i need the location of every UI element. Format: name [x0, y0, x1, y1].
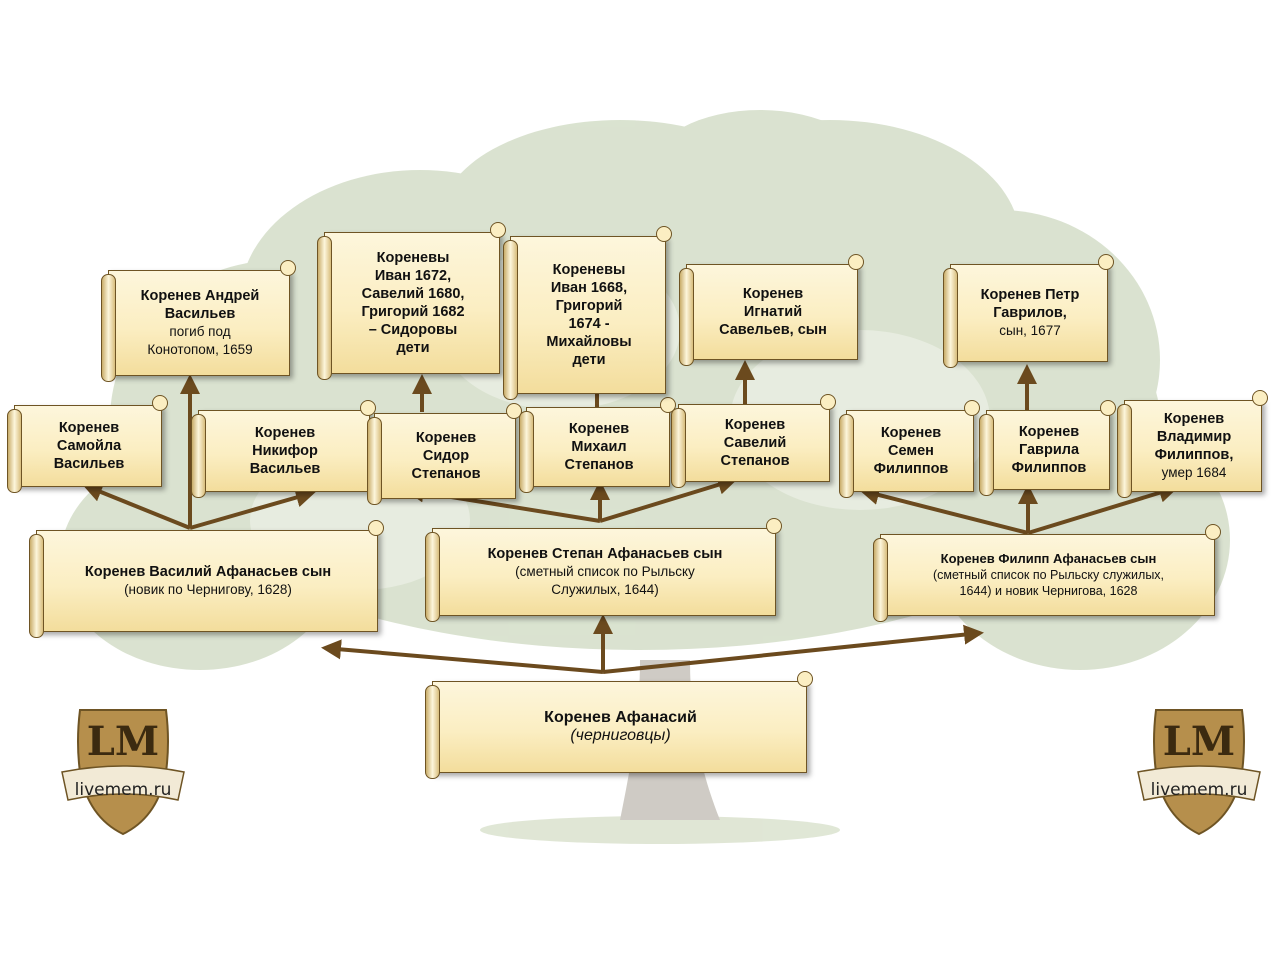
node-petr: Коренев Петр Гаврилов, сын, 1677	[943, 254, 1114, 368]
root-name: Коренев Афанасий	[544, 709, 697, 726]
node-sidor-l1: Коренев	[415, 430, 477, 446]
node-gavrila: Коренев Гаврила Филиппов	[979, 400, 1116, 496]
arrow-vasily-nikifor	[189, 487, 316, 530]
node-filipp-name: Коренев Филипп Афанасьев сын	[940, 551, 1157, 566]
node-andrey-l1: Коренев Андрей	[140, 288, 260, 304]
node-filipp: Коренев Филипп Афанасьев сын (сметный сп…	[873, 524, 1221, 622]
logo-left-text: livemem.ru	[74, 780, 172, 800]
node-vladimir-l2: Владимир	[1156, 429, 1232, 445]
node-mikhailovy-l6: дети	[572, 352, 606, 368]
node-gavrila-l3: Филиппов	[1011, 460, 1087, 476]
node-samoila: Коренев Самойла Васильев	[7, 395, 168, 493]
node-sidorovy-l2: Иван 1672,	[374, 268, 452, 284]
node-sidorovy-l1: Кореневы	[376, 250, 450, 266]
node-ignatiy-l1: Коренев	[742, 286, 804, 302]
node-nikifor-l2: Никифор	[252, 443, 318, 459]
node-mikhailovy-l2: Иван 1668,	[550, 280, 628, 296]
node-saveliy: Коренев Савелий Степанов	[671, 394, 836, 488]
node-stepan-note1: (сметный список по Рыльску	[515, 564, 695, 579]
node-semen-l2: Семен	[888, 443, 934, 459]
node-petr-l2: Гаврилов,	[993, 305, 1067, 321]
node-petr-l1: Коренев Петр	[980, 287, 1080, 303]
node-sidor: Коренев Сидор Степанов	[367, 403, 522, 505]
logo-right: LM livemem.ru	[1134, 702, 1264, 837]
node-stepan-note2: Служилых, 1644)	[551, 582, 659, 597]
node-mikhailovy-l4: 1674 -	[568, 316, 610, 332]
arrow-root-vasily	[321, 639, 604, 674]
node-semen: Коренев Семен Филиппов	[839, 400, 980, 498]
node-nikifor-l1: Коренев	[254, 425, 316, 441]
logo-right-monogram: LM	[1162, 718, 1236, 765]
node-sidorovy-l4: Григорий 1682	[361, 304, 465, 320]
arrow-vasily-samoila	[82, 482, 191, 530]
arrow-filipp-semen	[859, 485, 1029, 535]
node-vladimir-l4: умер 1684	[1161, 465, 1227, 480]
node-mikhail-l3: Степанов	[564, 457, 634, 473]
node-ignatiy-l2: Игнатий	[743, 304, 803, 320]
node-sidorovy-l6: дети	[396, 340, 430, 356]
logo-left: LM livemem.ru	[58, 702, 188, 837]
node-andrey-l3: погиб под	[169, 324, 231, 339]
node-vladimir: Коренев Владимир Филиппов, умер 1684	[1117, 390, 1268, 498]
node-mikhail-l2: Михаил	[571, 439, 627, 455]
node-ignatiy-l3: Савельев, сын	[719, 322, 827, 338]
node-sidorovy-l3: Савелий 1680,	[361, 286, 465, 302]
node-ignatiy: Коренев Игнатий Савельев, сын	[679, 254, 864, 366]
node-nikifor-l3: Васильев	[249, 461, 321, 477]
arrow-filipp-vladimir	[1027, 483, 1179, 535]
node-vasily: Коренев Василий Афанасьев сын (новик по …	[29, 520, 384, 638]
node-semen-l3: Филиппов	[873, 461, 949, 477]
root-note: (черниговцы)	[570, 727, 671, 744]
node-samoila-l1: Коренев	[58, 420, 120, 436]
node-gavrila-l2: Гаврила	[1018, 442, 1080, 458]
node-sidor-l2: Сидор	[422, 448, 470, 464]
node-saveliy-l2: Савелий	[723, 435, 787, 451]
node-samoila-l2: Самойла	[56, 438, 122, 454]
node-stepan-name: Коренев Степан Афанасьев сын	[487, 546, 723, 562]
node-andrey-l4: Конотопом, 1659	[147, 342, 253, 357]
logo-left-monogram: LM	[86, 718, 160, 765]
node-filipp-note1: (сметный список по Рыльску служилых,	[932, 568, 1165, 582]
node-andrey-l2: Васильев	[164, 306, 236, 322]
node-gavrila-l1: Коренев	[1018, 424, 1080, 440]
node-nikifor: Коренев Никифор Васильев	[191, 400, 376, 498]
arrow-stepan-saveliy	[599, 475, 738, 523]
node-semen-l1: Коренев	[880, 425, 942, 441]
shield-icon	[1137, 709, 1261, 836]
node-saveliy-l3: Степанов	[720, 453, 790, 469]
node-mikhailovy: Кореневы Иван 1668, Григорий 1674 - Миха…	[503, 226, 672, 400]
node-vasily-name: Коренев Василий Афанасьев сын	[84, 564, 332, 580]
arrow-root-filipp	[602, 624, 984, 674]
node-mikhailovy-l3: Григорий	[555, 298, 623, 314]
node-mikhailovy-l1: Кореневы	[552, 262, 626, 278]
node-vladimir-l1: Коренев	[1163, 411, 1225, 427]
logo-right-text: livemem.ru	[1150, 780, 1248, 800]
node-samoila-l3: Васильев	[53, 456, 125, 472]
node-vladimir-l3: Филиппов,	[1154, 447, 1234, 463]
root-node: Коренев Афанасий (черниговцы)	[425, 671, 813, 779]
node-sidorovy-l5: – Сидоровы	[368, 322, 458, 338]
node-petr-l3: сын, 1677	[999, 323, 1061, 338]
node-mikhailovy-l5: Михайловы	[546, 334, 632, 350]
node-filipp-note2: 1644) и новик Чернигова, 1628	[959, 584, 1138, 598]
node-vasily-note: (новик по Чернигову, 1628)	[124, 582, 292, 597]
node-stepan: Коренев Степан Афанасьев сын (сметный сп…	[425, 518, 782, 622]
node-sidorovy: Кореневы Иван 1672, Савелий 1680, Григор…	[317, 222, 506, 380]
node-andrey: Коренев Андрей Васильев погиб под Коното…	[101, 260, 296, 382]
node-sidor-l3: Степанов	[411, 466, 481, 482]
shield-icon	[61, 709, 185, 836]
node-mikhail-l1: Коренев	[568, 421, 630, 437]
node-mikhail: Коренев Михаил Степанов	[519, 397, 676, 493]
node-saveliy-l1: Коренев	[724, 417, 786, 433]
